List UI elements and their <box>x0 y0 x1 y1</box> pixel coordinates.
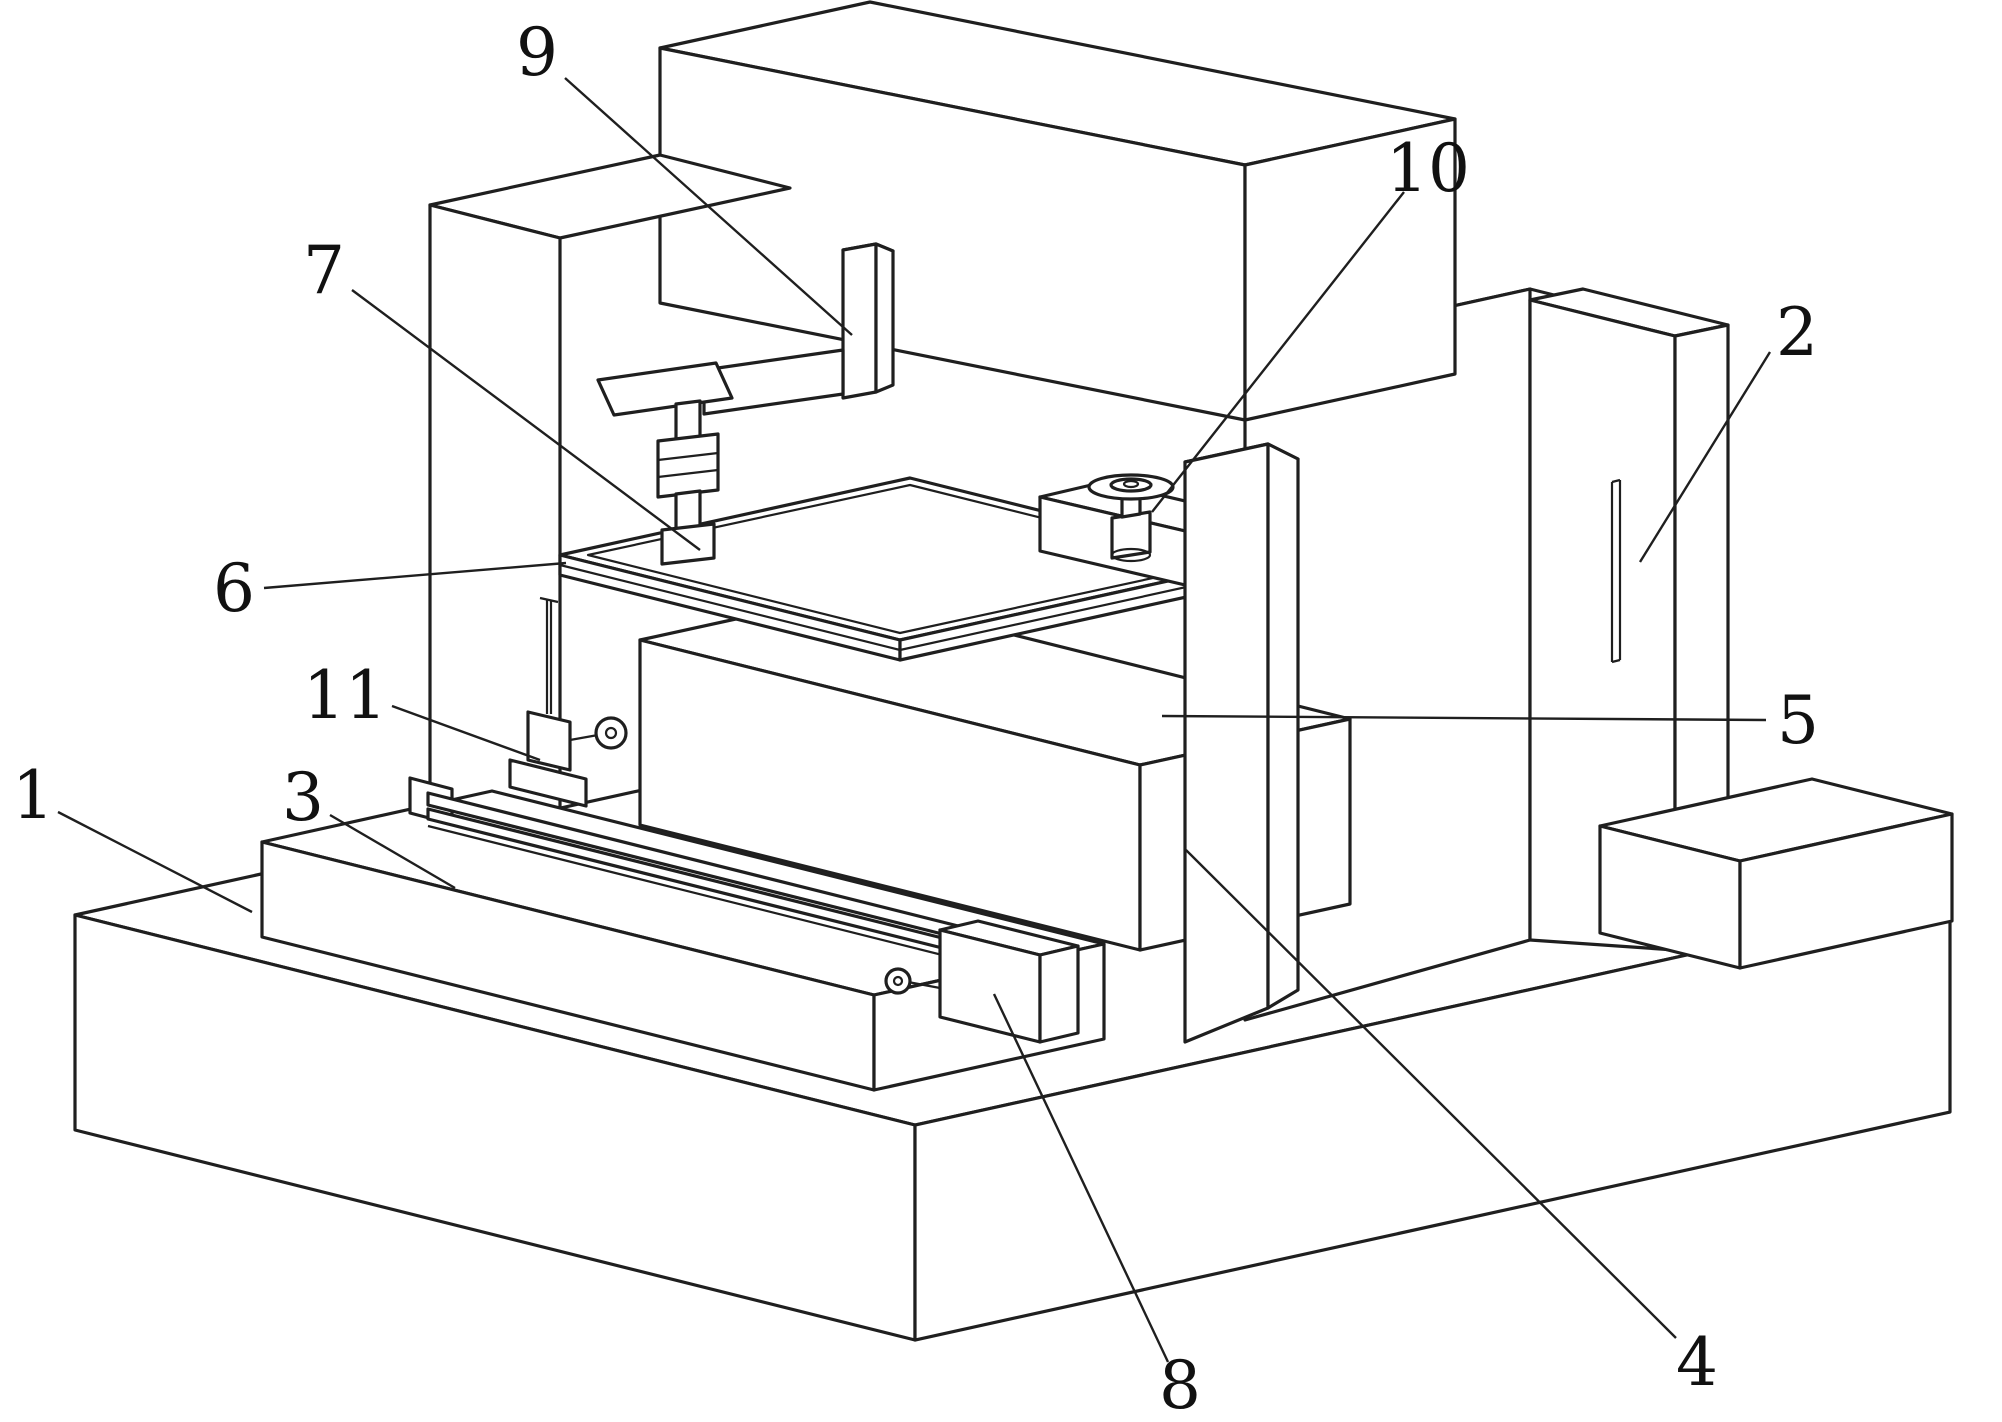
leader-line-7 <box>351 289 701 551</box>
dial-indicator-assembly <box>508 596 628 808</box>
callout-label-4: 4 <box>1676 1324 1718 1401</box>
spindle-collar <box>656 432 720 499</box>
callout-label-7: 7 <box>303 232 345 309</box>
handle-stem <box>907 980 941 990</box>
work-plate <box>558 476 1252 662</box>
leader-line-3 <box>329 813 456 890</box>
knob-flange-center <box>1122 479 1140 489</box>
callout-labels: 1 2 3 4 5 6 7 8 9 10 11 <box>12 14 1819 1422</box>
rail-line <box>427 824 1007 973</box>
gantry-top-block <box>658 0 1457 422</box>
panel-right-face <box>1266 442 1300 1010</box>
plate-edge-line-left <box>559 563 901 652</box>
end-block-right-face <box>1038 944 1080 1044</box>
indicator-knob <box>594 716 628 750</box>
guide-rail-assembly <box>408 776 1080 1044</box>
leader-line-8 <box>992 993 1170 1363</box>
leader-line-4 <box>1185 849 1677 1339</box>
leader-line-1 <box>57 810 253 914</box>
handle-knob-center <box>892 975 904 987</box>
spindle-collar-line-1 <box>657 451 719 462</box>
leader-lines <box>57 77 1772 1363</box>
callout-label-1: 1 <box>12 757 54 834</box>
callout-label-5: 5 <box>1777 682 1819 759</box>
leader-line-6 <box>263 561 567 590</box>
bracket-post-right <box>874 242 895 394</box>
knob-base-bottom-ellipse <box>1110 547 1152 563</box>
callout-label-6: 6 <box>213 550 255 627</box>
base-right-face <box>913 895 1952 1342</box>
callout-label-8: 8 <box>1159 1347 1201 1422</box>
spindle-collar-line-2 <box>657 468 719 479</box>
wall-slot-bottom <box>1611 658 1621 664</box>
bracket-arm <box>596 242 895 417</box>
wall-step-block <box>1598 777 1954 970</box>
knob-flange-inner <box>1109 477 1153 493</box>
bracket-post-front <box>841 242 878 400</box>
vertical-panel <box>1183 442 1300 1044</box>
callout-label-2: 2 <box>1776 294 1818 371</box>
callout-label-9: 9 <box>516 14 558 91</box>
callout-label-11: 11 <box>303 657 387 734</box>
leader-line-9 <box>564 77 853 336</box>
leader-line-5 <box>1161 714 1767 722</box>
indicator-base <box>508 758 588 808</box>
indicator-knob-center <box>604 726 618 740</box>
callout-label-10: 10 <box>1386 130 1470 207</box>
step-right-face <box>1738 812 1954 970</box>
leader-line-2 <box>1638 351 1772 563</box>
spindle-foot <box>660 522 716 566</box>
indicator-body <box>526 710 572 772</box>
spindle-assembly <box>656 399 720 566</box>
handle-knob <box>884 967 912 995</box>
wall-slot-top <box>1611 478 1621 484</box>
right-wall <box>1528 287 1730 952</box>
callout-label-3: 3 <box>282 759 324 836</box>
indicator-arm <box>569 733 599 742</box>
leader-line-11 <box>391 704 541 762</box>
panel-front-face <box>1183 442 1270 1044</box>
indicator-needle-tip <box>539 596 559 604</box>
leader-line-10 <box>1151 191 1405 513</box>
